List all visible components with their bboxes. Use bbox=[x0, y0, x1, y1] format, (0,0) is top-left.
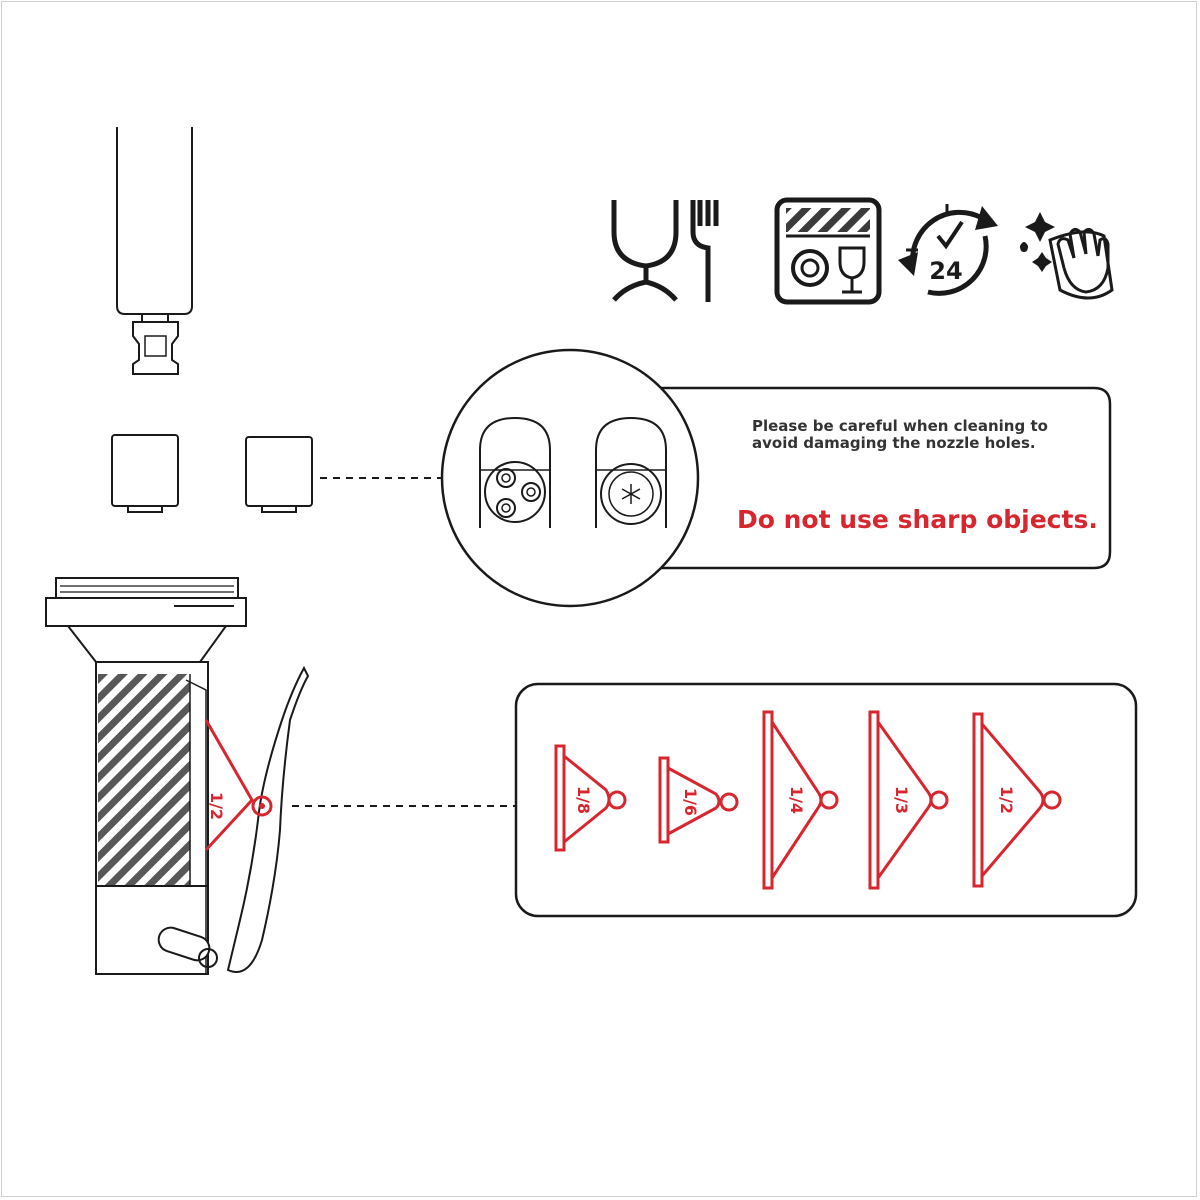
nozzle-cap-right bbox=[245, 436, 313, 513]
portion-plate-label: 1/8 bbox=[574, 786, 593, 814]
cleaning-note: Please be careful when cleaning to avoid… bbox=[752, 418, 1092, 452]
portion-plate-label: 1/4 bbox=[787, 786, 806, 814]
cleaning-note-line: avoid damaging the nozzle holes. bbox=[752, 434, 1036, 452]
portion-plate-label: 1/3 bbox=[892, 786, 911, 814]
cleaning-callout bbox=[440, 348, 1112, 608]
24-hour-icon: 24 bbox=[898, 204, 998, 296]
nozzle-tip-three-hole bbox=[479, 416, 551, 528]
sharp-objects-warning: Do not use sharp objects. bbox=[737, 505, 1098, 534]
24-hour-label: 24 bbox=[929, 257, 962, 285]
press-body: 1/2 bbox=[45, 577, 310, 975]
portion-plate-1-4: 1/4 bbox=[762, 710, 839, 890]
nozzle-cap-left bbox=[111, 434, 179, 513]
tube bbox=[116, 127, 193, 375]
portion-plates-panel bbox=[514, 682, 1138, 918]
nozzle-tip-star bbox=[595, 416, 667, 528]
portion-plate-label: 1/6 bbox=[681, 788, 700, 816]
dishwasher-safe-icon bbox=[774, 197, 882, 305]
portion-plate-label: 1/2 bbox=[997, 786, 1016, 814]
installed-portion-plate bbox=[204, 719, 254, 852]
portion-plate-1-3: 1/3 bbox=[868, 710, 949, 890]
magnifier-circle bbox=[440, 348, 700, 608]
cleaning-note-line: Please be careful when cleaning to bbox=[752, 417, 1048, 435]
portion-plate-1-2: 1/2 bbox=[972, 712, 1062, 888]
food-safe-icon bbox=[611, 200, 719, 302]
installed-plate-label: 1/2 bbox=[207, 792, 226, 820]
portion-plate-1-8: 1/8 bbox=[554, 744, 627, 852]
portion-plate-1-6: 1/6 bbox=[658, 756, 739, 844]
wipe-clean-icon bbox=[1020, 212, 1114, 300]
